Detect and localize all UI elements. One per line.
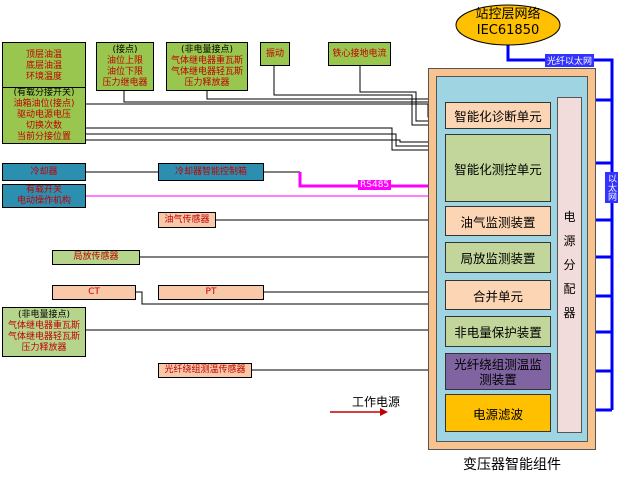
tap-switch-box: 有载开关电动操作机构 [2, 184, 86, 208]
non-electric-protection: 非电量保护装置 [445, 316, 551, 347]
fiber-temp-sensor-box: 光纤绕组测温传感器 [158, 363, 252, 378]
merging-unit: 合并单元 [445, 280, 551, 310]
work-power-label: 工作电源 [352, 395, 401, 409]
tap-changer-box: (有载分接开关)油箱油位(接点)驱动电源电压切换次数当前分接位置 [2, 87, 86, 144]
pt-box: PT [158, 285, 264, 300]
non-electric-contacts-bottom-box: (非电量接点)气体继电器重瓦斯气体继电器轻瓦斯压力释放器 [2, 307, 86, 357]
station-network-protocol: IEC61850 [476, 23, 540, 38]
pd-sensor-box: 局放传感器 [52, 250, 140, 265]
rs485-label: RS485 [358, 180, 392, 190]
fiber-winding-temp-monitor: 光纤绕组测温监 测装置 [445, 353, 551, 390]
line-tap-1 [86, 127, 445, 151]
diagnosis-unit: 智能化诊断单元 [445, 102, 551, 129]
power-distributor: 电 源 分 配 器 [557, 97, 582, 433]
non-electric-contacts-top-box: (非电量接点)气体继电器重瓦斯气体继电器轻瓦斯压力释放器 [166, 42, 248, 91]
line-tap-3 [86, 139, 445, 143]
container-title: 变压器智能组件 [463, 457, 561, 473]
oil-gas-sensor-box: 油气传感器 [158, 212, 216, 228]
temperature-sensors-box: 顶层油温底层油温环境温度 [2, 42, 86, 91]
line-contacts [123, 91, 445, 114]
contacts-box: (接点)油位上限油位下限压力继电器 [96, 42, 154, 91]
vibration-box: 振动 [260, 42, 290, 66]
line-ct [136, 291, 445, 305]
line-vibration [273, 66, 445, 126]
oil-gas-monitor: 油气监测装置 [445, 206, 551, 236]
cooler-control-box: 冷却器智能控制箱 [158, 163, 264, 181]
power-filter: 电源滤波 [445, 394, 551, 432]
ethernet-label: 以太网 [605, 172, 618, 203]
line-core-ground [359, 66, 445, 122]
line-non-electric-top [206, 91, 445, 110]
partial-discharge-monitor: 局放监测装置 [445, 242, 551, 273]
rs485-bus [298, 172, 445, 188]
cooler-box: 冷却器 [2, 163, 86, 181]
ct-box: CT [52, 285, 136, 300]
station-network-label: 站控层网络 IEC61850 [454, 7, 562, 39]
fiber-ethernet-label: 光纤以太网 [545, 54, 595, 67]
core-ground-current-box: 铁心接地电流 [328, 42, 391, 66]
measure-control-unit: 智能化测控单元 [445, 134, 551, 202]
station-network-title: 站控层网络 [475, 7, 541, 22]
station-network-ellipse [455, 4, 561, 46]
